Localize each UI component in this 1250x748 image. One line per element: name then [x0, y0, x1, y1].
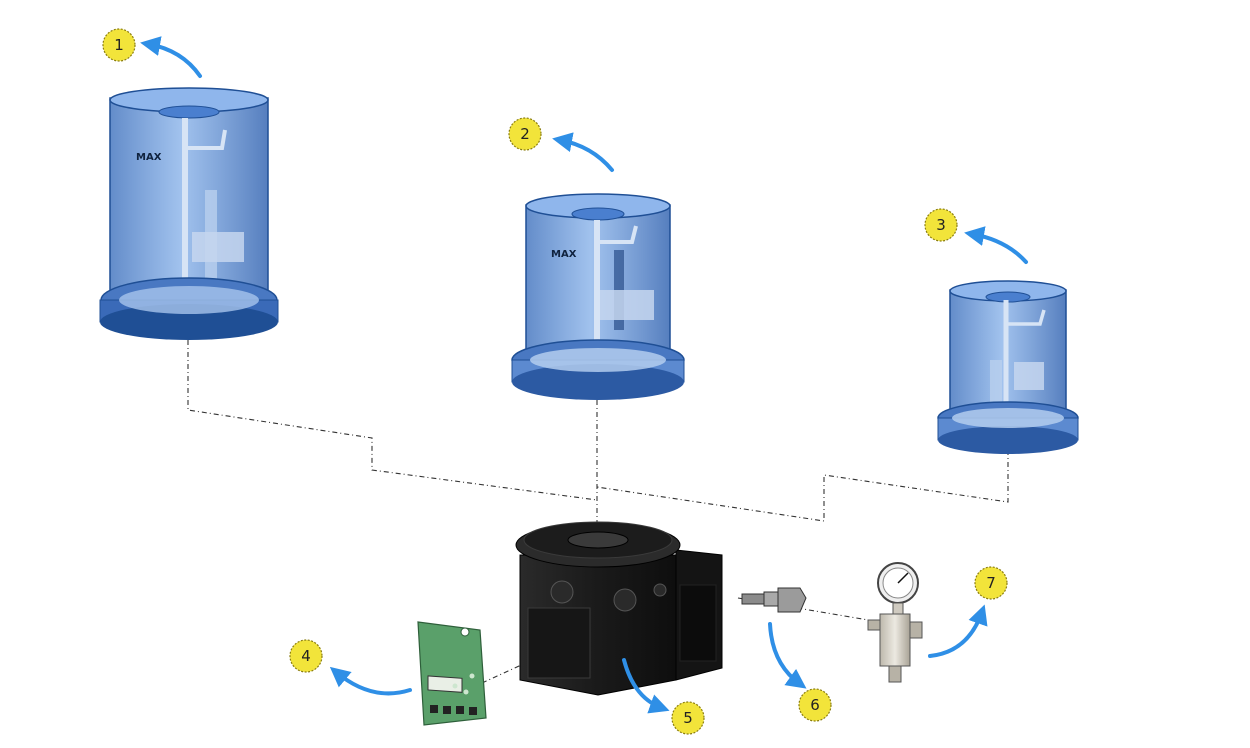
control-circuit-board [417, 621, 487, 726]
callout-circle [671, 701, 705, 735]
callout-number: 2 [520, 125, 530, 143]
arrow-6 [768, 622, 807, 689]
callout-number: 5 [683, 709, 693, 727]
arrow-5 [622, 658, 670, 714]
pressure-gauge [867, 562, 923, 683]
callout-3[interactable]: 3 [924, 208, 958, 242]
callout-5[interactable]: 5 [671, 701, 705, 735]
callout-7[interactable]: 7 [974, 566, 1008, 600]
callout-markers: 1 2 3 4 5 6 7 [102, 28, 1008, 735]
callout-circle [102, 28, 136, 62]
callout-number: 4 [301, 647, 311, 665]
callout-2[interactable]: 2 [508, 117, 542, 151]
callout-number: 3 [936, 216, 946, 234]
pointer-arrows [140, 36, 1028, 714]
guide-line-reservoir-1 [187, 340, 598, 501]
callout-4[interactable]: 4 [289, 639, 323, 673]
callout-circle [974, 566, 1008, 600]
callout-circle [924, 208, 958, 242]
outlet-fitting [741, 587, 807, 613]
pump-base-unit [515, 521, 723, 696]
guide-line-reservoir-3 [596, 450, 1009, 522]
callout-number: 7 [986, 574, 996, 592]
reservoir-medium: MAX [511, 193, 685, 400]
arrow-7 [928, 604, 988, 658]
callout-6[interactable]: 6 [798, 688, 832, 722]
reservoir-large: MAX [99, 87, 279, 340]
callout-circle [508, 117, 542, 151]
arrow-2 [552, 132, 614, 172]
arrow-4 [329, 666, 412, 696]
reservoir-small [937, 280, 1079, 454]
callout-circle [289, 639, 323, 673]
max-level-label-2: MAX [551, 249, 577, 260]
arrow-1 [140, 36, 202, 78]
callout-number: 1 [114, 36, 124, 54]
max-level-label: MAX [136, 152, 162, 163]
callout-circle [798, 688, 832, 722]
callout-1[interactable]: 1 [102, 28, 136, 62]
arrow-3 [964, 226, 1028, 264]
callout-number: 6 [810, 696, 820, 714]
